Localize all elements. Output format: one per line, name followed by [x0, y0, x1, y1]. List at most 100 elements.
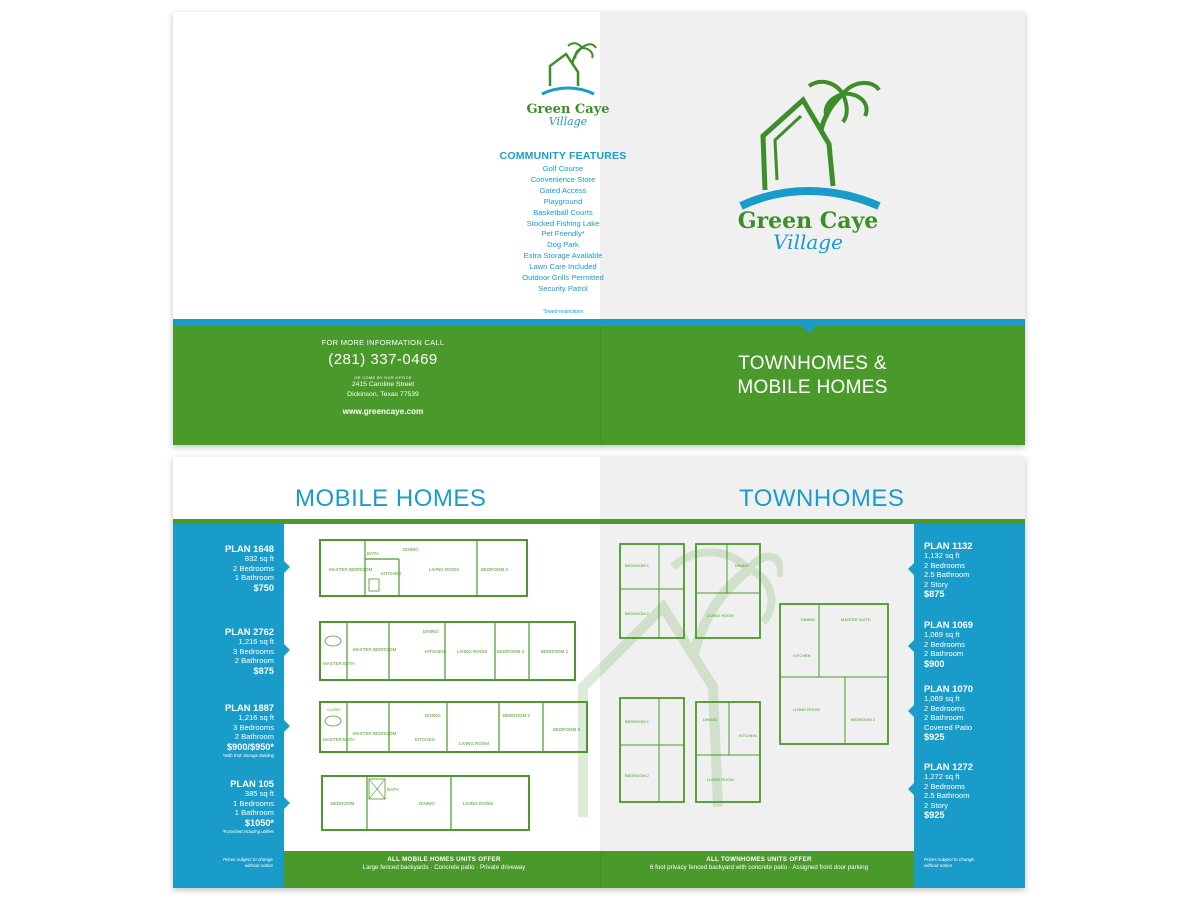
room-label: CLOSET — [327, 708, 342, 712]
plan-card-105: PLAN 105 385 sq ft 1 Bedrooms 1 Bathroom… — [183, 778, 274, 835]
website-link[interactable]: www.greencaye.com — [342, 407, 424, 417]
room-label: BEDROOM 2 — [851, 717, 876, 722]
logo-large: Green Caye Village — [723, 74, 893, 254]
feature-item: Basketball Courts — [533, 207, 593, 217]
feature-item: Security Patrol — [538, 283, 588, 293]
floorplan-1272-floor-2: DINING KITCHEN LIVING ROOM — [695, 701, 765, 807]
pointer-arrow-icon — [284, 561, 290, 573]
features-note: *breed restrictions — [542, 308, 584, 315]
feature-item: Stocked Fishing Lake — [526, 218, 600, 228]
plan-sqft: 832 sq ft — [244, 554, 274, 563]
cover-left-panel — [173, 12, 600, 332]
disclaimer-line: Prices subject to change — [924, 857, 975, 862]
logo-subname-small: Village — [548, 115, 588, 128]
plan-card-1272: PLAN 1272 1,272 sq ft 2 Bedrooms 2.5 Bat… — [924, 761, 1019, 821]
palm-house-logo-icon — [739, 79, 881, 210]
disclaimer-line: Prices subject to change — [222, 857, 273, 862]
mobile-footer: ALL MOBILE HOMES UNITS OFFER Large fence… — [294, 856, 594, 871]
plan-sqft: 385 sq ft — [244, 789, 274, 798]
plan-sqft: 1,216 sq ft — [238, 637, 274, 646]
plan-bedrooms: 3 Bedrooms — [233, 646, 274, 656]
room-label: BEDROOM 1 — [625, 719, 650, 724]
room-label: LIVING ROOM — [457, 649, 487, 654]
room-label: DINING — [801, 617, 815, 622]
feature-item: Lawn Care Included — [529, 262, 597, 272]
price-disclaimer-right: Prices subject to change without notice — [924, 857, 1010, 869]
plan-price: $875 — [253, 665, 274, 676]
plan-title: PLAN 1648 — [225, 543, 274, 554]
contact-label: FOR MORE INFORMATION CALL — [321, 338, 445, 347]
feature-item: Extra Storage Available — [523, 251, 603, 261]
plan-detail: 2 Story — [924, 800, 949, 810]
inside-footer-band — [284, 851, 914, 888]
blue-divider-strip — [173, 319, 1025, 326]
plan-detail: 2 Bedrooms — [924, 703, 965, 713]
plan-bathrooms: 2 Bathroom — [234, 656, 274, 666]
logo-small: Green Caye Village — [513, 42, 623, 128]
plan-card-1069: PLAN 1069 1,069 sq ft 2 Bedrooms 2 Bathr… — [924, 619, 1019, 670]
plan-note: *Furnished including utilities — [222, 828, 274, 834]
plan-card-2762: PLAN 2762 1,216 sq ft 3 Bedrooms 2 Bathr… — [183, 626, 274, 677]
pointer-arrow-icon — [908, 705, 914, 717]
feature-item: Outdoor Grills Permitted — [522, 273, 604, 283]
room-label: LIVING ROOM — [429, 567, 459, 572]
feature-item: Gated Access — [539, 185, 587, 195]
room-label: BEDROOM 3 — [497, 649, 525, 654]
plan-title: PLAN 1272 — [924, 761, 973, 772]
plan-price: $900 — [924, 658, 945, 669]
townhome-footer-text: 6 foot privacy fenced backyard with conc… — [649, 864, 869, 871]
palm-house-logo-icon — [541, 42, 597, 96]
logo-name-small: Green Caye — [526, 102, 610, 117]
feature-item: Golf Course — [542, 164, 584, 173]
plan-detail: Covered Patio — [924, 722, 973, 732]
features-title: COMMUNITY FEATURES — [499, 150, 627, 162]
notch-arrow-icon — [800, 324, 818, 333]
plan-card-1132: PLAN 1132 1,132 sq ft 2 Bedrooms 2.5 Bat… — [924, 540, 1019, 600]
contact-block: FOR MORE INFORMATION CALL (281) 337-0469… — [293, 338, 473, 416]
phone-number[interactable]: (281) 337-0469 — [328, 351, 438, 368]
plan-price: $875 — [924, 589, 945, 600]
plan-bedrooms: 3 Bedrooms — [233, 722, 274, 732]
plan-bathrooms: 2 Bathroom — [234, 732, 274, 742]
brochure-inside-sheet: MOBILE HOMES TOWNHOMES PLAN 1648 832 sq … — [173, 457, 1025, 888]
plan-detail: 2 Story — [924, 579, 949, 589]
room-label: KITCHEN — [793, 653, 811, 658]
room-label: MASTER BATH — [323, 661, 355, 666]
room-label: LIVING ROOM — [707, 777, 734, 782]
feature-item: Convenience Store — [530, 174, 596, 184]
pointer-arrow-icon — [908, 783, 914, 795]
plan-price: $750 — [253, 582, 274, 593]
office-label: OR COME BY OUR OFFICE — [354, 375, 412, 380]
mobile-footer-text: Large fenced backyards · Concrete patio … — [362, 864, 526, 871]
pointer-arrow-icon — [908, 563, 914, 575]
room-label: MASTER BEDROOM — [353, 731, 397, 736]
plan-title: PLAN 1887 — [225, 702, 274, 713]
plan-card-1648: PLAN 1648 832 sq ft 2 Bedrooms 1 Bathroo… — [183, 543, 274, 594]
price-disclaimer-left: Prices subject to change without notice — [187, 857, 273, 869]
plan-title: PLAN 1070 — [924, 683, 973, 694]
room-label: BEDROOM 3 — [553, 727, 581, 732]
plan-price: $1050* — [244, 817, 274, 828]
floorplan-1887: MASTER BATH MASTER BEDROOM DINING KITCHE… — [319, 701, 589, 757]
palm-watermark-icon — [578, 548, 783, 817]
fold-line — [600, 326, 601, 445]
floorplan-1069: DINING MASTER SUITE KITCHEN LIVING ROOM … — [779, 603, 891, 749]
room-label: DINING — [703, 717, 717, 722]
address-line-1: 2415 Caroline Street — [351, 381, 415, 388]
plan-price: $900/$950* — [226, 741, 274, 752]
townhomes-title: TOWNHOMES — [739, 485, 905, 512]
room-label: BATH — [367, 551, 379, 556]
plan-detail: 2 Bedrooms — [924, 639, 965, 649]
brochure-cover-sheet: Green Caye Village COMMUNITY FEATURES Go… — [173, 12, 1025, 445]
floorplan-1272-floor-1: BEDROOM 1 BEDROOM 2 — [619, 697, 689, 807]
plan-detail: 2 Bathroom — [924, 713, 964, 723]
cover-title-line-1: TOWNHOMES & — [738, 353, 887, 374]
inside-header-right — [600, 457, 1025, 519]
plan-note: *With 8'x8' Storage Building — [222, 752, 274, 758]
room-label: BEDROOM 2 — [625, 773, 650, 778]
plan-bathrooms: 1 Bathroom — [234, 808, 274, 818]
plan-sqft: 1,272 sq ft — [924, 772, 960, 781]
plan-card-1887: PLAN 1887 1,216 sq ft 3 Bedrooms 2 Bathr… — [183, 702, 274, 759]
townhome-footer: ALL TOWNHOMES UNITS OFFER 6 foot privacy… — [609, 856, 909, 871]
room-label: KITCHEN — [739, 733, 757, 738]
